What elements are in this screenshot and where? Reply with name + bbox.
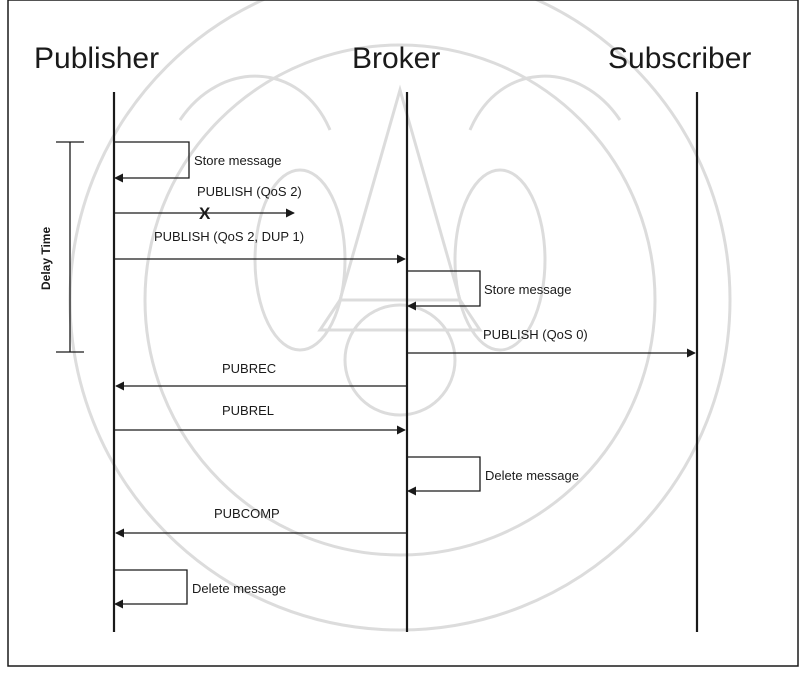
delete-message-label-publisher: Delete message [192, 581, 286, 596]
delete-message-loop-publisher [114, 570, 187, 604]
delay-time-bracket [56, 142, 84, 352]
store-message-label-broker: Store message [484, 282, 571, 297]
delay-time-label: Delay Time [39, 227, 53, 290]
watermark-seal [70, 0, 730, 630]
publish-qos0-label: PUBLISH (QoS 0) [483, 327, 588, 342]
publish-dup-label: PUBLISH (QoS 2, DUP 1) [154, 229, 304, 244]
lost-message-marker: X [199, 204, 211, 223]
actor-publisher: Publisher [34, 42, 159, 75]
publish-qos2-label: PUBLISH (QoS 2) [197, 184, 302, 199]
pubcomp-label: PUBCOMP [214, 506, 280, 521]
actor-subscriber: Subscriber [608, 42, 751, 75]
delete-message-label-broker: Delete message [485, 468, 579, 483]
delete-message-loop-broker [407, 457, 480, 491]
pubrec-label: PUBREC [222, 361, 276, 376]
store-message-label-publisher: Store message [194, 153, 281, 168]
actor-broker: Broker [352, 42, 440, 75]
pubrel-label: PUBREL [222, 403, 274, 418]
